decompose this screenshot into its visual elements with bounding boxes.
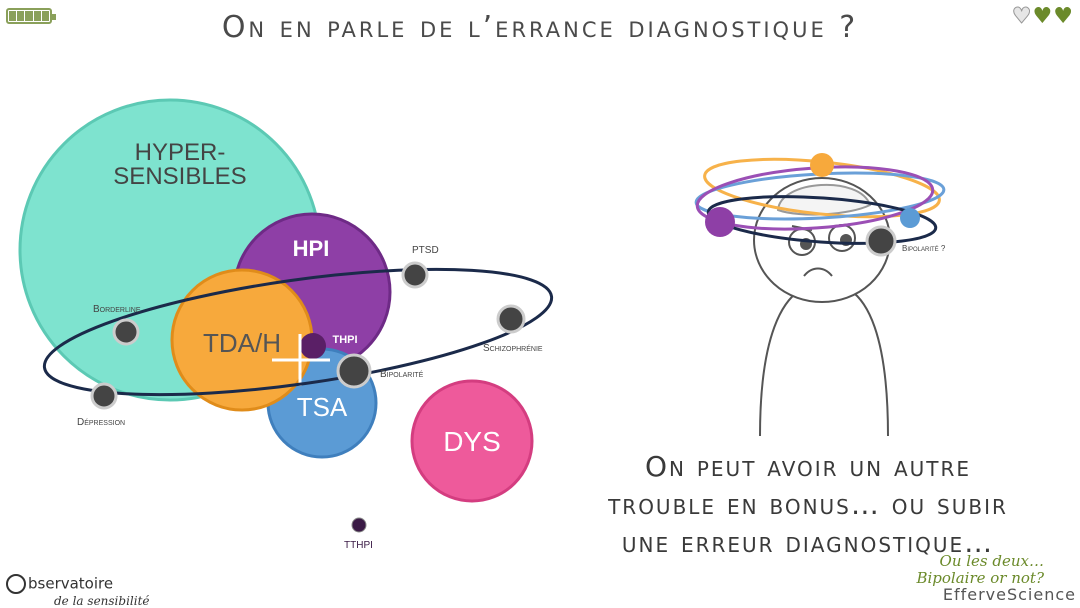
bipolarite-question-label: Bipolarité ? xyxy=(902,244,946,253)
bipolarite-label: Bipolarité xyxy=(380,369,424,380)
main-text-line: une erreur diagnostique… xyxy=(621,526,995,559)
brand-left-line1: bservatoire xyxy=(28,574,114,593)
hearts: ♥♥♥ xyxy=(1011,4,1074,30)
main-text: On peut avoir un autre trouble en bonus…… xyxy=(548,448,1068,562)
aside-line: Bipolaire or not? xyxy=(916,569,1044,587)
thpi-dot xyxy=(300,333,326,359)
schizophrenie-planet xyxy=(496,304,526,334)
tthpi-dot xyxy=(351,517,367,533)
hypersensibles-label-2: SENSIBLES xyxy=(113,163,246,190)
main-text-line: On peut avoir un autre xyxy=(644,450,972,483)
aside-line: Ou les deux… xyxy=(939,552,1044,570)
observatoire-logo-icon xyxy=(6,574,26,594)
schizophrenie-label: Schizophrénie xyxy=(483,343,543,354)
borderline-label: Borderline xyxy=(93,304,141,315)
tthpi-label: TTHPI xyxy=(344,540,373,551)
brand-efferverscience: EfferveScience xyxy=(942,585,1076,604)
green-heart-icon: ♥ xyxy=(1053,4,1074,29)
hpi-label: HPI xyxy=(293,236,330,261)
tdah-label: TDA/H xyxy=(203,328,281,358)
dys-label: DYS xyxy=(443,426,501,457)
head-planet-blue xyxy=(900,208,920,228)
head-planet-bipolarite xyxy=(865,225,897,257)
ptsd-label: PTSD xyxy=(412,245,439,256)
brand-left-line2: de la sensibilité xyxy=(54,594,150,608)
hypersensibles-label: HYPER- xyxy=(135,139,226,166)
head-planet-orange xyxy=(810,153,834,177)
ptsd-planet xyxy=(401,261,429,289)
borderline-planet xyxy=(112,318,140,346)
main-text-line: trouble en bonus… ou subir xyxy=(608,488,1008,521)
thpi-label: THPI xyxy=(332,334,357,346)
white-heart-icon: ♥ xyxy=(1011,4,1033,30)
battery-icon xyxy=(6,8,56,24)
tsa-label: TSA xyxy=(297,392,348,422)
aside-note: Ou les deux… Bipolaire or not? xyxy=(916,553,1044,587)
depression-label: Dépression xyxy=(77,417,125,428)
dys-circle xyxy=(410,379,534,503)
head-orbit-navy xyxy=(706,195,938,245)
brand-observatoire: bservatoire de la sensibilité xyxy=(6,574,150,608)
orbit-ellipse xyxy=(42,267,554,397)
bipolarite-planet xyxy=(336,353,372,389)
depression-planet xyxy=(90,382,118,410)
page-title: On en parle de l’errance diagnostique ? xyxy=(221,10,859,45)
green-heart-icon: ♥ xyxy=(1032,4,1054,29)
head-planet-purple xyxy=(705,207,735,237)
